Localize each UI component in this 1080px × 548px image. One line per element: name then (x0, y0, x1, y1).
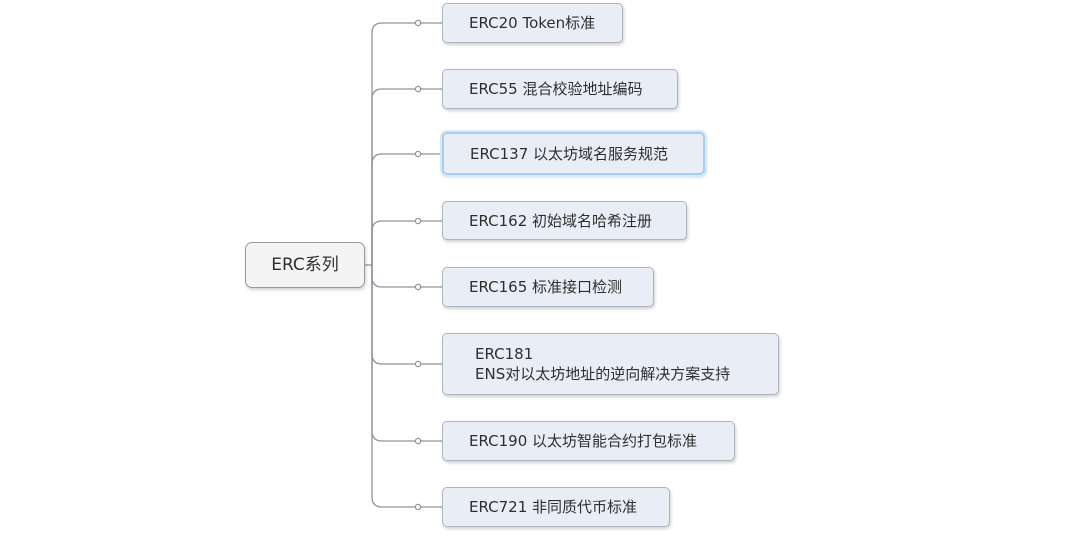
topic-erc165[interactable]: ERC165 标准接口检测 (442, 267, 654, 307)
topic-erc162[interactable]: ERC162 初始域名哈希注册 (442, 201, 687, 240)
branch-connector-7 (371, 265, 442, 508)
topic-label-line2: ENS对以太坊地址的逆向解决方案支持 (475, 365, 731, 383)
topic-erc137-selected[interactable]: ERC137 以太坊域名服务规范 (442, 132, 705, 175)
branch-dot-3 (414, 217, 422, 225)
branch-dot-5 (414, 360, 422, 368)
branch-connector-1 (371, 88, 442, 265)
branch-dot-7 (414, 503, 422, 511)
branch-connector-5 (371, 265, 442, 365)
topic-label: ERC137 以太坊域名服务规范 (470, 144, 669, 163)
topic-erc181[interactable]: ERC181 ENS对以太坊地址的逆向解决方案支持 (442, 333, 779, 395)
branch-connector-0 (371, 22, 442, 265)
root-topic-label: ERC系列 (271, 255, 339, 275)
topic-label: ERC20 Token标准 (469, 14, 596, 32)
topic-erc721[interactable]: ERC721 非同质代币标准 (442, 487, 670, 527)
topic-label-line1: ERC181 (475, 345, 534, 363)
branch-dot-1 (414, 85, 422, 93)
topic-label: ERC190 以太坊智能合约打包标准 (469, 432, 698, 450)
topic-label: ERC721 非同质代币标准 (469, 498, 638, 516)
branch-dot-6 (414, 437, 422, 445)
topic-label: ERC165 标准接口检测 (469, 278, 623, 296)
topic-erc20[interactable]: ERC20 Token标准 (442, 3, 623, 43)
topic-erc55[interactable]: ERC55 混合校验地址编码 (442, 69, 678, 109)
branch-connector-2 (371, 153, 442, 265)
topic-erc190[interactable]: ERC190 以太坊智能合约打包标准 (442, 421, 735, 461)
branch-dot-4 (414, 283, 422, 291)
topic-label: ERC162 初始域名哈希注册 (469, 211, 653, 230)
branch-connector-6 (371, 265, 442, 442)
branch-connector-4 (371, 265, 442, 288)
branch-connector-3 (371, 220, 442, 265)
branch-dot-0 (414, 19, 422, 27)
topic-label: ERC55 混合校验地址编码 (469, 80, 643, 98)
branch-dot-2 (414, 150, 422, 158)
root-topic-erc-series[interactable]: ERC系列 (245, 242, 365, 288)
